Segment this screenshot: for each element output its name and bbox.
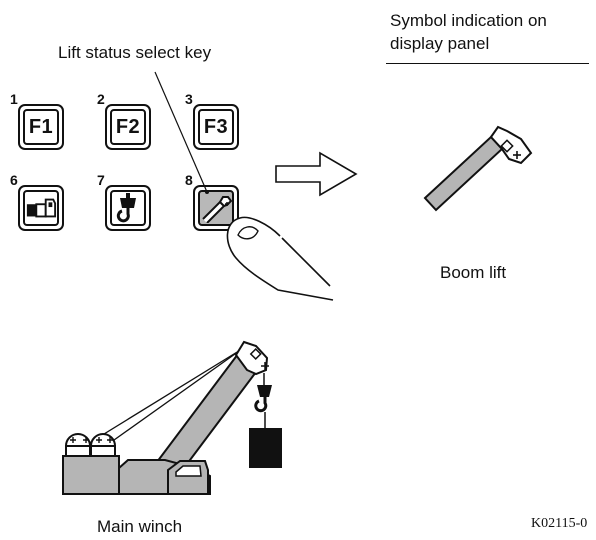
- key-number-8: 8: [185, 172, 193, 188]
- hook-key[interactable]: [105, 185, 151, 231]
- leader-dot: [205, 190, 209, 194]
- boom-lift-symbol-icon: [423, 125, 533, 212]
- key-number-6: 6: [10, 172, 18, 188]
- f2-key[interactable]: F2: [105, 104, 151, 150]
- figure-code: K02115-0: [531, 516, 588, 531]
- heading-underline: [386, 63, 589, 64]
- f3-key[interactable]: F3: [193, 104, 239, 150]
- hook-icon: [116, 193, 136, 223]
- f3-key-label: F3: [198, 109, 234, 145]
- symbol-indication-title-line2: display panel: [390, 34, 490, 53]
- telescope-icon: [26, 198, 57, 218]
- main-winch-label: Main winch: [97, 517, 183, 536]
- key-number-1: 1: [10, 91, 18, 107]
- boom-lift-label: Boom lift: [440, 263, 507, 282]
- f2-key-label: F2: [110, 109, 146, 145]
- f1-key-label: F1: [23, 109, 59, 145]
- crane-illustration: [62, 340, 282, 495]
- key-number-2: 2: [97, 91, 105, 107]
- arrow-icon: [275, 151, 358, 197]
- leader-line: [154, 71, 208, 193]
- telescope-key[interactable]: [18, 185, 64, 231]
- key-number-7: 7: [97, 172, 105, 188]
- lift-status-key-label: Lift status select key: [58, 43, 212, 62]
- key-number-3: 3: [185, 91, 193, 107]
- boom-lift-icon: [202, 196, 232, 223]
- f1-key[interactable]: F1: [18, 104, 64, 150]
- symbol-indication-title-line1: Symbol indication on: [390, 11, 547, 30]
- boom-lift-key[interactable]: [193, 185, 239, 231]
- finger-icon: [226, 216, 334, 301]
